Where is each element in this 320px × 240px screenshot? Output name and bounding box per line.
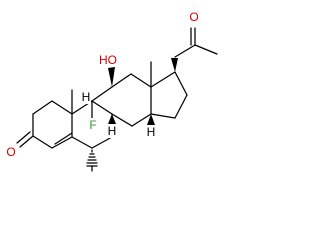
label-h-14: H [145, 125, 157, 139]
acetyl-17 [174, 27, 218, 58]
ring-c [91, 73, 152, 127]
hydroxy-wedge [108, 67, 115, 87]
label-fluorine: F [87, 118, 99, 132]
label-ketone-3: O [4, 145, 18, 159]
ketone-3 [16, 131, 34, 148]
ring-a [32, 100, 73, 149]
structure-canvas: HO O O F H H H [4, 10, 218, 172]
label-h-9: H [80, 90, 91, 104]
ketone-oxygen-label: O [6, 145, 15, 159]
h-8-wedge [108, 114, 116, 124]
ring-d [150, 71, 188, 119]
fluorine-label: F [89, 118, 96, 132]
acetyl-oxygen-label: O [189, 10, 198, 24]
label-acetyl-oxygen: O [187, 10, 201, 25]
hydrogen-14-label: H [147, 125, 156, 139]
methyl-6 [86, 149, 98, 172]
label-h-8: H [106, 124, 118, 138]
hydrogen-8-label: H [108, 124, 117, 138]
acetyl-wedge [171, 58, 178, 72]
label-hydroxy: HO [97, 52, 119, 67]
molecule-drawing: HO O O F H H H [4, 10, 218, 172]
hydrogen-9-label: H [82, 90, 91, 104]
h-14-wedge [147, 114, 155, 125]
hydroxy-label: HO [99, 53, 117, 67]
